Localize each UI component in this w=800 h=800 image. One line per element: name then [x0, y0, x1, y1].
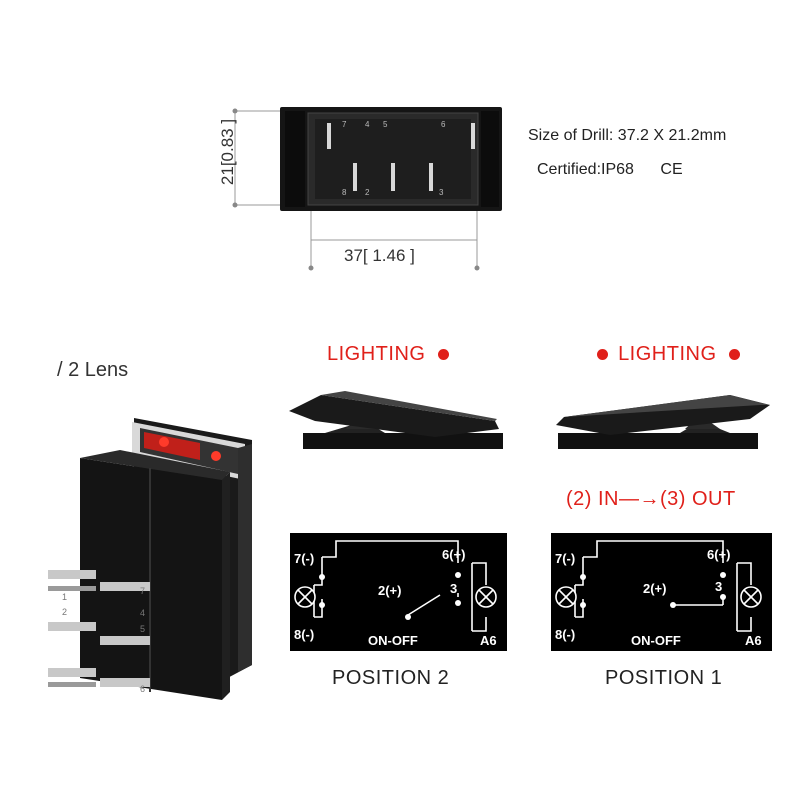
body-pin-4: 4 [140, 608, 145, 618]
indicator-dot-icon [728, 349, 740, 361]
terminal-2-label: 2(+) [378, 583, 401, 598]
lighting-label-position-1: LIGHTING [597, 343, 740, 366]
terminal-7-label: 7(-) [294, 551, 314, 566]
certification-spec: Certified:IP68 CE [537, 161, 683, 179]
flow-label: (2) IN—→(3) OUT [566, 488, 736, 510]
wiring-diagram-position-2: 7(-) 6(+) 2(+) 3 8(-) ON-OFF A6 [290, 533, 507, 651]
position-2-label: POSITION 2 [332, 667, 450, 689]
lighting-text: LIGHTING [327, 343, 426, 365]
terminal-3-label: 3 [450, 581, 457, 596]
code-label: A6 [745, 633, 762, 648]
height-dimension-label: 21[0.83 ] [218, 118, 237, 186]
body-pin-6: 6 [140, 684, 145, 694]
wiring-diagram-position-1: 7(-) 6(+) 2(+) 3 8(-) ON-OFF A6 [551, 533, 772, 651]
indicator-dot-icon [597, 349, 608, 361]
pin-label-8: 8 [342, 188, 347, 197]
mode-label: ON-OFF [631, 633, 681, 648]
terminal-7-label: 7(-) [555, 551, 575, 566]
terminal-8-label: 8(-) [294, 627, 314, 642]
terminal-8-label: 8(-) [555, 627, 575, 642]
indicator-dot-icon [437, 349, 449, 361]
pin-label-6: 6 [441, 120, 446, 129]
body-pin-7: 7 [140, 586, 145, 596]
position-1-label: POSITION 1 [605, 667, 723, 689]
pin-label-3: 3 [439, 188, 444, 197]
body-pin-5: 5 [140, 624, 145, 634]
ce-mark: CE [660, 161, 683, 178]
rocker-side-view-position-1 [556, 395, 770, 449]
pin-label-5: 5 [383, 120, 388, 129]
switch-back-dimension-drawing: 7 4 5 6 8 2 3 [232, 107, 502, 271]
lighting-text: LIGHTING [618, 343, 717, 365]
switch-product-image: 7 1 2 4 5 6 [48, 418, 252, 700]
pin-label-7: 7 [342, 120, 347, 129]
terminal-2-label: 2(+) [643, 581, 666, 596]
body-pin-1: 1 [62, 592, 67, 602]
drill-size-spec: Size of Drill: 37.2 X 21.2mm [528, 127, 727, 144]
terminal-3-label: 3 [715, 579, 722, 594]
rocker-side-view-position-2 [289, 391, 503, 449]
code-label: A6 [480, 633, 497, 648]
pin-label-4: 4 [365, 120, 370, 129]
terminal-6-label: 6(+) [442, 547, 465, 562]
terminal-6-label: 6(+) [707, 547, 730, 562]
width-dimension-label: 37[ 1.46 ] [344, 246, 415, 265]
ip-rating: Certified:IP68 [537, 161, 634, 178]
mode-label: ON-OFF [368, 633, 418, 648]
lighting-label-position-2: LIGHTING [327, 343, 449, 366]
body-pin-2: 2 [62, 607, 67, 617]
lens-label: / 2 Lens [57, 359, 129, 381]
pin-label-2: 2 [365, 188, 370, 197]
